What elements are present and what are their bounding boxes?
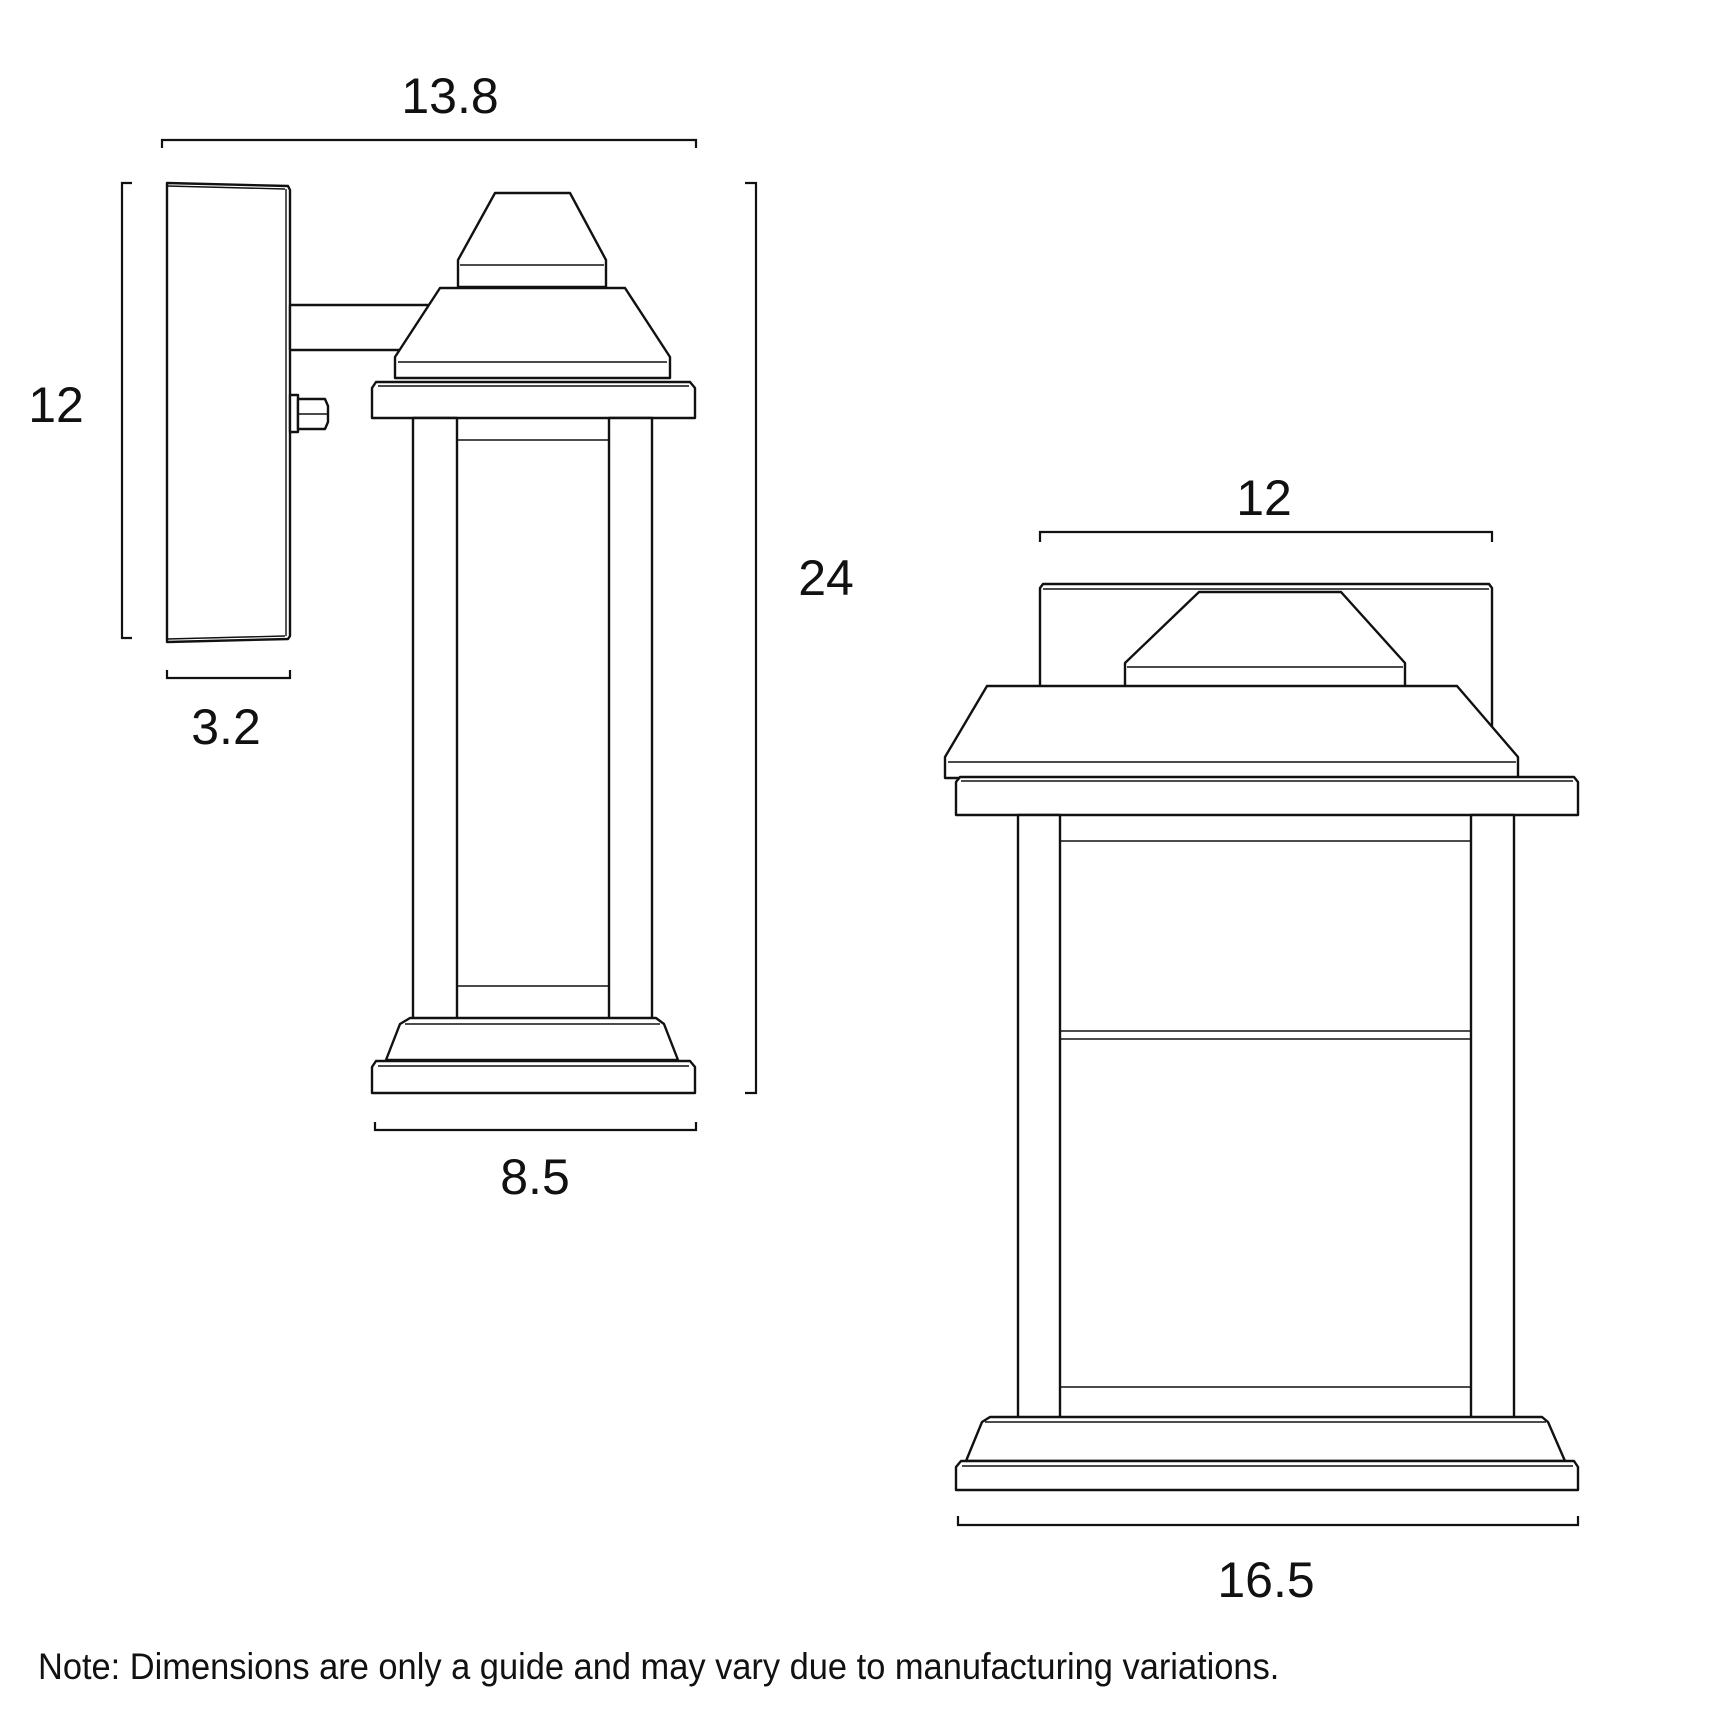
dimension-line-16-5 xyxy=(956,1516,1580,1527)
base-plinth xyxy=(370,1059,697,1095)
dimension-label-24: 24 xyxy=(798,550,854,606)
base-plinth-front xyxy=(954,1459,1580,1492)
mounting-nut xyxy=(288,393,300,434)
front-view xyxy=(943,530,1580,1527)
dimension-line-13-8 xyxy=(160,138,698,148)
post-left-outer xyxy=(411,416,459,1024)
roof xyxy=(393,286,672,380)
roof-front xyxy=(943,684,1520,780)
dimension-label-16-5: 16.5 xyxy=(1217,1552,1315,1608)
post-right-front xyxy=(1469,813,1516,1422)
post-left-front xyxy=(1016,813,1062,1422)
post-right-outer xyxy=(607,416,654,1024)
dimension-label-3-2: 3.2 xyxy=(191,699,261,755)
top-plate-front xyxy=(954,775,1580,817)
disclaimer-note: Note: Dimensions are only a guide and ma… xyxy=(38,1646,1280,1687)
dimension-line-8-5 xyxy=(373,1122,698,1132)
top-cap xyxy=(456,191,608,289)
dimension-label-8-5: 8.5 xyxy=(500,1149,570,1205)
base-step-front xyxy=(964,1415,1567,1463)
dimension-label-12-side: 12 xyxy=(28,377,84,433)
dimension-label-13-8: 13.8 xyxy=(401,68,499,124)
dimension-line-3-2 xyxy=(165,670,292,680)
dimension-label-12-front: 12 xyxy=(1236,470,1292,526)
dimension-line-24 xyxy=(745,181,758,1095)
top-plate xyxy=(370,380,697,420)
side-view xyxy=(120,138,758,1132)
dimension-line-12-side xyxy=(120,181,132,640)
wall-backplate xyxy=(165,181,292,644)
dimension-line-12-front xyxy=(1038,530,1494,542)
